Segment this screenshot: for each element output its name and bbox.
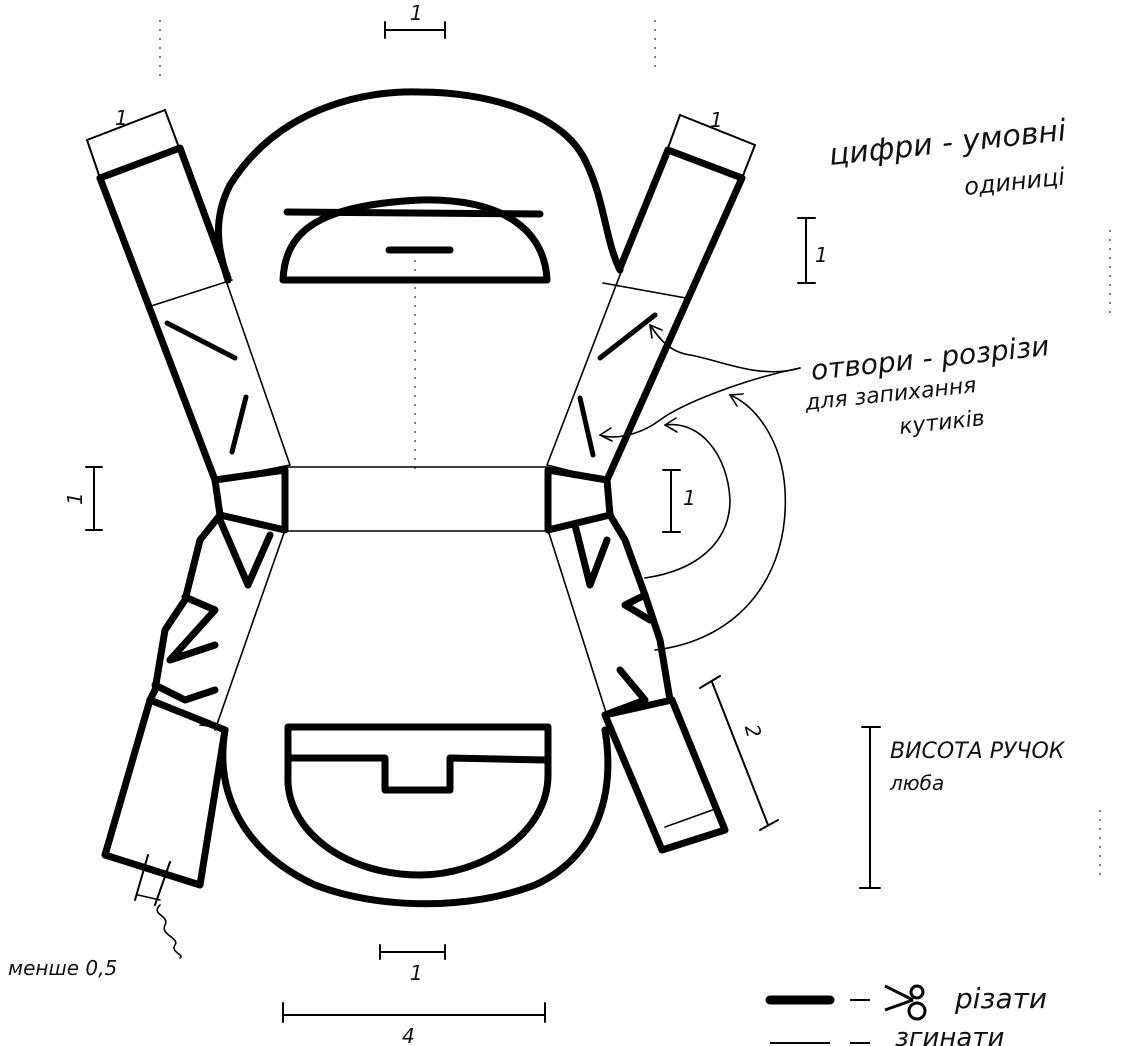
bottom-window-cut <box>284 723 552 879</box>
handle-height-bracket <box>859 726 881 889</box>
digits-note-line2: одиниці <box>963 163 1067 201</box>
slits-line3: кутиків <box>898 406 986 440</box>
dimension-bottom-wide: 4 <box>282 1002 546 1046</box>
dimension-left-vertical: 1 <box>63 466 103 531</box>
left-slit-2 <box>229 394 249 455</box>
dimension-right-strap: 1 <box>667 108 756 179</box>
guide-lines <box>159 20 1111 880</box>
less-note: менше 0,5 <box>8 956 117 980</box>
dim-right-strap-label: 1 <box>710 108 723 132</box>
dim-bottom-wide-label: 4 <box>402 1024 415 1046</box>
scissors-icon <box>884 984 927 1021</box>
right-slit-2 <box>577 395 596 458</box>
dim-bottom-small-label: 1 <box>410 961 423 985</box>
handle-height-line1: ВИСОТА РУЧОК <box>890 739 1066 764</box>
right-slit-1 <box>597 312 658 361</box>
bottom-panel <box>214 529 612 908</box>
dimension-bottom-small: 1 <box>379 944 446 985</box>
dim-left-strap-label: 1 <box>115 106 128 130</box>
handle-height-line2: любa <box>889 771 944 795</box>
dimension-center-right-vertical: 1 <box>662 469 696 533</box>
dim-right-diag-label: 2 <box>740 722 766 741</box>
center-band <box>211 466 614 534</box>
leader-arrows <box>156 324 801 959</box>
dimension-right-diag: 2 <box>699 675 779 831</box>
right-lower-strap <box>571 511 729 854</box>
left-upper-strap <box>96 144 291 484</box>
dim-left-vertical-label: 1 <box>63 492 87 505</box>
dimension-top: 1 <box>384 1 446 39</box>
dim-top-label: 1 <box>410 1 423 25</box>
top-panel <box>214 88 624 284</box>
dimension-right-vertical: 1 <box>797 217 828 284</box>
right-upper-strap <box>546 146 746 484</box>
legend-fold-label: згинати <box>895 1023 1004 1046</box>
dim-right-vertical-label: 1 <box>815 243 828 267</box>
legend-cut-label: різати <box>954 982 1047 1015</box>
dimension-left-strap: 1 <box>86 106 179 179</box>
top-window-cut <box>279 196 551 284</box>
left-slit-1 <box>164 320 238 361</box>
left-lower-strap <box>101 511 274 906</box>
dim-center-right-label: 1 <box>683 486 696 510</box>
digits-note-line1: цифри - умовні <box>827 113 1068 173</box>
legend: різати згинати <box>765 982 1047 1046</box>
